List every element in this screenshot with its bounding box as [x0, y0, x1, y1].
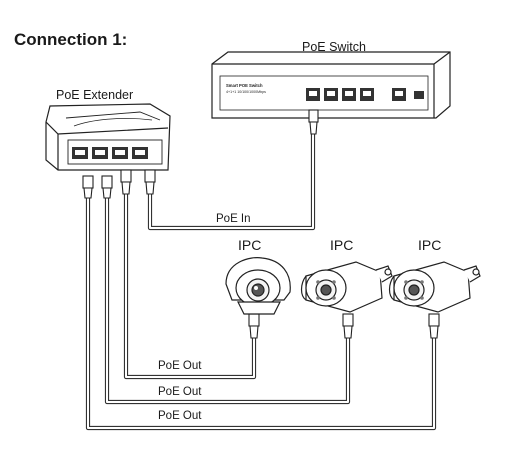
poe-switch-label: PoE Switch	[302, 40, 366, 54]
plug-2	[101, 175, 113, 199]
poe-out-label-2: PoE Out	[158, 386, 202, 398]
poe-out-label-1: PoE Out	[158, 360, 202, 372]
extender-plugs	[82, 169, 156, 199]
plug-3	[120, 169, 132, 195]
plug-4	[144, 169, 156, 195]
diagram-title: Connection 1:	[14, 30, 128, 49]
switch-plug	[308, 109, 319, 135]
poe-out-label-3: PoE Out	[158, 410, 202, 422]
camera-plugs	[248, 313, 440, 339]
switch-model-line1: Smart POE Switch	[226, 83, 263, 88]
plug-1	[82, 175, 94, 199]
cables	[85, 132, 437, 431]
ipc-bullet-camera-2	[388, 261, 481, 313]
poe-in-label: PoE In	[216, 213, 251, 225]
ipc-label-1: IPC	[238, 237, 262, 253]
poe-switch	[211, 51, 451, 119]
ipc-label-2: IPC	[330, 237, 354, 253]
switch-model-line2: 4+1+1 10/100/1000Mbps	[226, 90, 266, 94]
ipc-bullet-camera-1	[300, 261, 393, 313]
poe-extender	[45, 103, 171, 171]
ipc-dome-camera	[225, 257, 291, 315]
ipc-label-3: IPC	[418, 237, 442, 253]
poe-extender-label: PoE Extender	[56, 88, 134, 102]
poe-in-cable	[147, 132, 316, 231]
